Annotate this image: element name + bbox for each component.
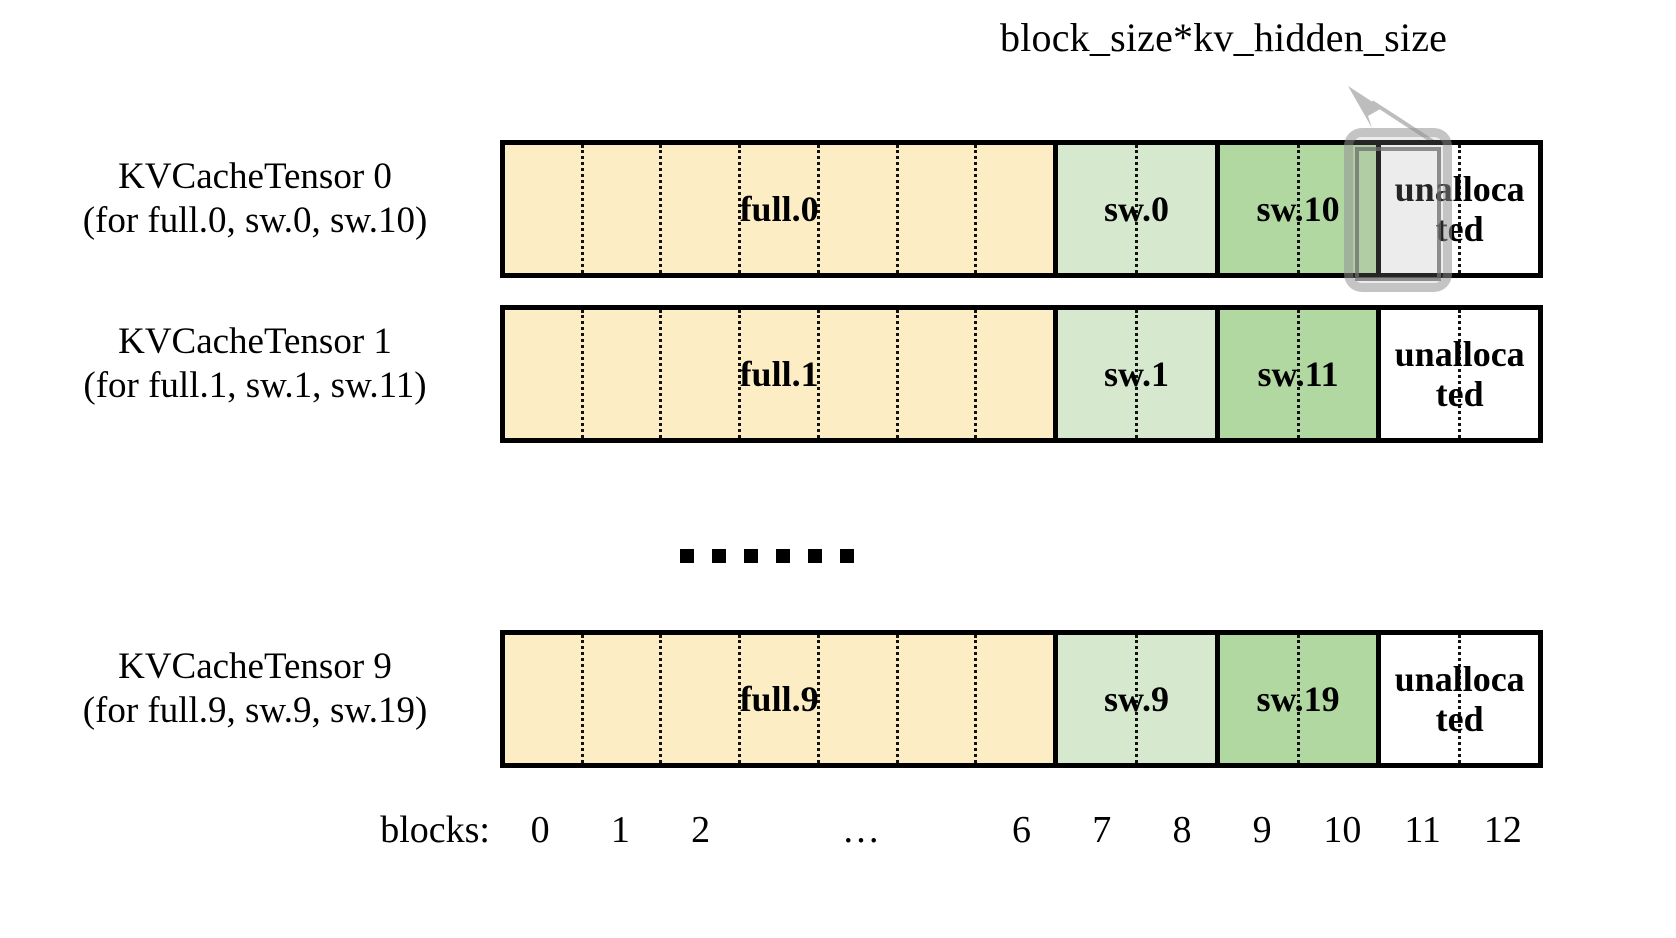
- block-cell: [816, 635, 896, 763]
- tensor-row-label: KVCacheTensor 1(for full.1, sw.1, sw.11): [30, 320, 480, 407]
- tensor-row-title: KVCacheTensor 1: [118, 321, 392, 362]
- block-cell: [738, 145, 817, 273]
- block-tick-label: 10: [1323, 809, 1362, 851]
- block-dividers: [1220, 145, 1377, 273]
- block-tick-label: 11: [1404, 809, 1441, 851]
- bar-segment[interactable]: sw.9: [1053, 635, 1215, 763]
- block-cell: [659, 635, 738, 763]
- ellipsis-dot: [744, 548, 758, 563]
- tensor-row-title: KVCacheTensor 0: [118, 156, 392, 197]
- block-cell: [505, 145, 581, 273]
- block-cell: [1458, 635, 1538, 763]
- block-cell: [1381, 635, 1458, 763]
- bar-segment[interactable]: full.9: [505, 635, 1054, 763]
- block-dividers: [505, 635, 1053, 763]
- block-cell: [1220, 310, 1297, 438]
- block-cell: [895, 310, 975, 438]
- bar-segment[interactable]: full.1: [505, 310, 1054, 438]
- block-size-annotation-label: block_size*kv_hidden_size: [1000, 15, 1448, 60]
- block-dividers: [1058, 145, 1215, 273]
- block-tick-label: 6: [1011, 809, 1031, 851]
- tensor-row-title: KVCacheTensor 9: [118, 646, 392, 687]
- bar-segment[interactable]: sw.0: [1053, 145, 1215, 273]
- blocks-axis-title: blocks:: [380, 809, 490, 851]
- block-tick-label: …: [842, 809, 881, 851]
- block-cell: [659, 310, 738, 438]
- block-size-highlight-box[interactable]: [1344, 128, 1452, 292]
- block-dividers: [1220, 635, 1377, 763]
- ellipsis-dot: [808, 548, 822, 563]
- block-cell: [1134, 145, 1215, 273]
- block-cell: [895, 635, 975, 763]
- tensor-row-subtitle: (for full.9, sw.9, sw.19): [82, 689, 428, 731]
- block-cell: [738, 310, 817, 438]
- bar-segment[interactable]: full.0: [505, 145, 1054, 273]
- block-cell: [1134, 310, 1215, 438]
- block-cell: [1058, 145, 1135, 273]
- block-dividers: [1058, 310, 1215, 438]
- tensor-row-label: KVCacheTensor 0(for full.0, sw.0, sw.10): [30, 155, 480, 242]
- block-dividers: [1220, 310, 1377, 438]
- block-cell: [1220, 635, 1297, 763]
- ellipsis-dot: [680, 548, 694, 563]
- block-cell: [816, 145, 896, 273]
- block-cell: [1058, 635, 1135, 763]
- block-cell: [1220, 145, 1297, 273]
- bar-segment[interactable]: sw.11: [1214, 310, 1377, 438]
- block-cell: [974, 310, 1053, 438]
- block-cell: [1458, 310, 1538, 438]
- block-cell: [1296, 310, 1377, 438]
- block-cell: [580, 310, 660, 438]
- rows-ellipsis: [500, 528, 1543, 576]
- block-dividers: [1058, 635, 1215, 763]
- block-dividers: [1381, 635, 1538, 763]
- block-tick-label: 0: [530, 809, 550, 851]
- block-tick-label: 12: [1483, 809, 1522, 851]
- tensor-row-subtitle: (for full.1, sw.1, sw.11): [83, 364, 427, 406]
- ellipsis-dot: [712, 548, 726, 563]
- block-cell: [505, 310, 581, 438]
- block-dividers: [1381, 310, 1538, 438]
- block-cell: [1296, 635, 1377, 763]
- block-cell: [580, 145, 660, 273]
- block-cell: [1458, 145, 1538, 273]
- block-tick-label: 9: [1252, 809, 1272, 851]
- block-cell: [1058, 310, 1135, 438]
- block-tick-label: 8: [1172, 809, 1192, 851]
- block-cell: [738, 635, 817, 763]
- block-tick-label: 7: [1092, 809, 1112, 851]
- block-cell: [1134, 635, 1215, 763]
- block-dividers: [505, 310, 1053, 438]
- block-cell: [505, 635, 581, 763]
- block-dividers: [1381, 145, 1538, 273]
- block-cell: [895, 145, 975, 273]
- block-tick-label: 2: [691, 809, 711, 851]
- block-cell: [974, 145, 1053, 273]
- tensor-row-subtitle: (for full.0, sw.0, sw.10): [82, 199, 428, 241]
- block-tick-label: 1: [610, 809, 630, 851]
- bar-segment[interactable]: sw.19: [1214, 635, 1377, 763]
- block-cell: [1381, 310, 1458, 438]
- ellipsis-dot: [776, 548, 790, 563]
- ellipsis-dot: [840, 548, 854, 563]
- block-dividers: [505, 145, 1053, 273]
- bar-segment[interactable]: sw.1: [1053, 310, 1215, 438]
- tensor-row-label: KVCacheTensor 9(for full.9, sw.9, sw.19): [30, 645, 480, 732]
- block-cell: [1296, 145, 1377, 273]
- block-cell: [974, 635, 1053, 763]
- block-cell: [659, 145, 738, 273]
- block-cell: [816, 310, 896, 438]
- block-cell: [580, 635, 660, 763]
